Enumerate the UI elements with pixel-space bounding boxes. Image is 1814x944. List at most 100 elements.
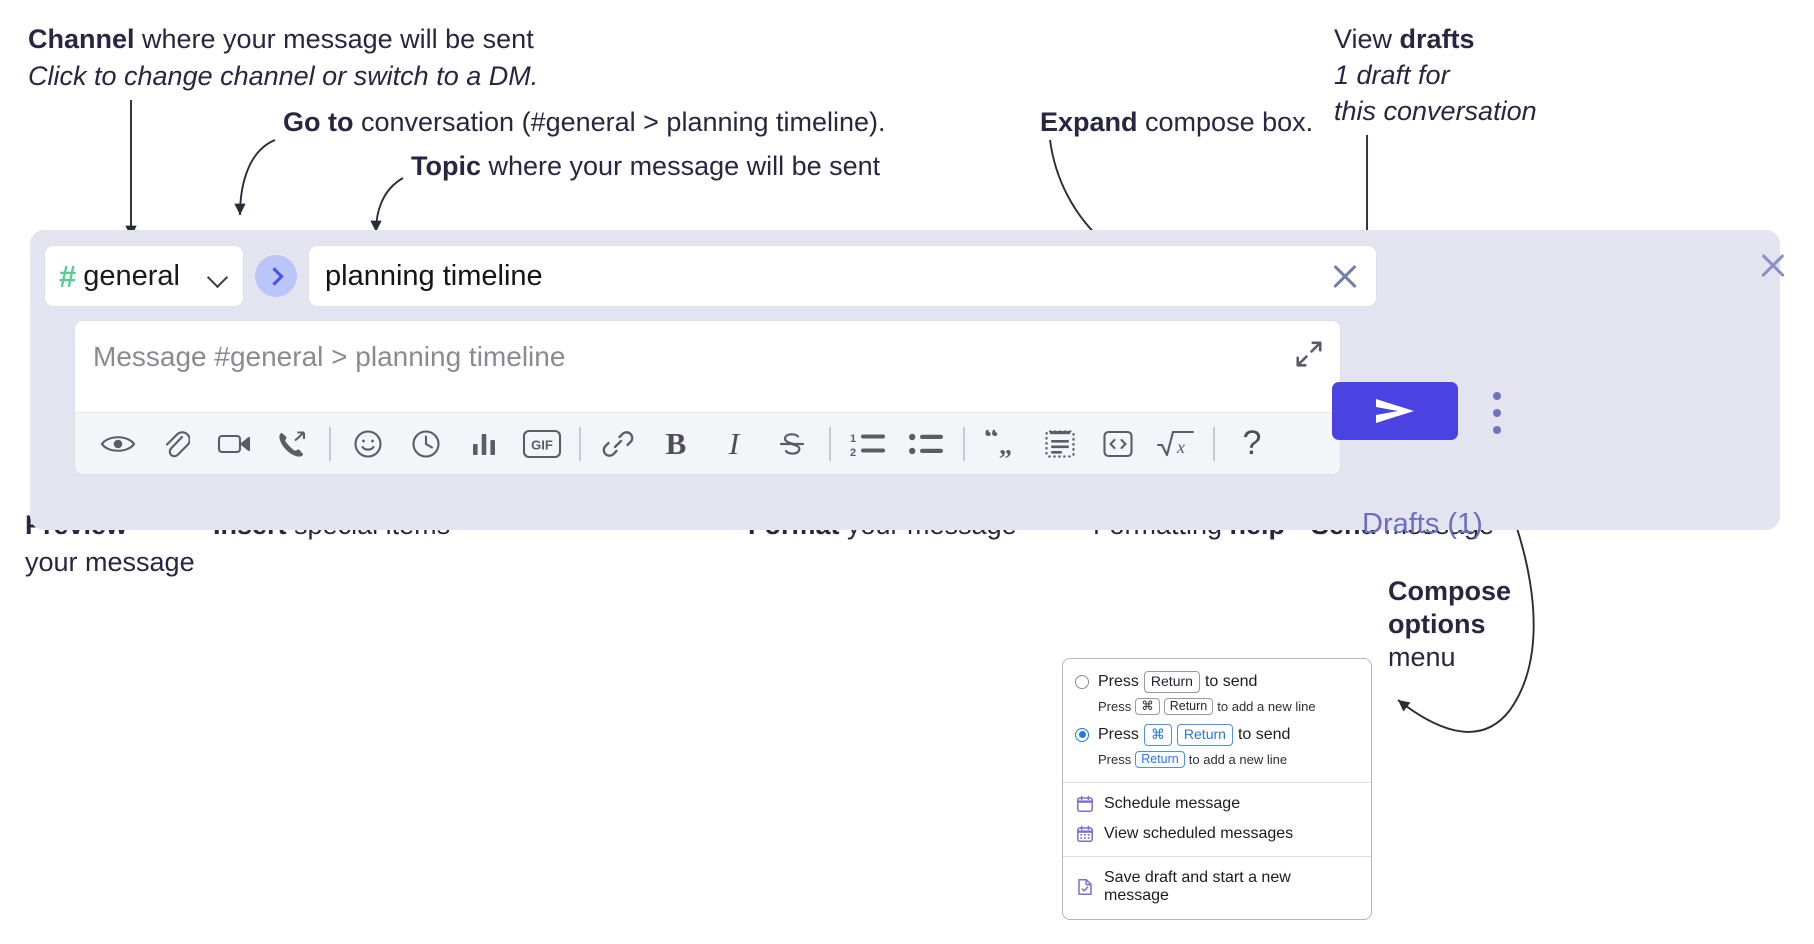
audio-call-icon[interactable] xyxy=(263,419,321,469)
save-draft-icon xyxy=(1078,879,1092,896)
goto-conversation-button[interactable] xyxy=(255,255,297,297)
code-block-icon[interactable] xyxy=(1031,419,1089,469)
option1-sub-post: to add a new line xyxy=(1217,698,1316,714)
svg-text:„: „ xyxy=(999,431,1012,458)
blockquote-icon[interactable]: “ „ xyxy=(973,419,1031,469)
toolbar-divider xyxy=(1213,426,1215,461)
link-icon[interactable] xyxy=(589,419,647,469)
expand-diagonal-icon[interactable] xyxy=(1294,339,1324,369)
option2-post: to send xyxy=(1237,725,1291,743)
send-button[interactable] xyxy=(1332,382,1458,440)
gif-icon[interactable]: GIF xyxy=(513,419,571,469)
annotation-compose-options-bold1: Compose xyxy=(1388,576,1512,606)
menu-item-label: View scheduled messages xyxy=(1104,825,1294,843)
svg-text:2: 2 xyxy=(850,447,856,458)
channel-selector[interactable]: # general xyxy=(44,245,244,307)
annotation-channel-bold: Channel xyxy=(28,24,135,54)
option1-sub-key-cmd: ⌘ xyxy=(1135,697,1160,716)
radio-selected-icon[interactable] xyxy=(1075,727,1089,742)
more-vertical-dot xyxy=(1493,426,1501,434)
toolbar-divider xyxy=(329,426,331,461)
annotation-topic: Topic where your message will be sent xyxy=(411,150,880,183)
bold-icon[interactable]: B xyxy=(665,425,687,461)
svg-text:GIF: GIF xyxy=(531,437,553,452)
paper-plane-icon xyxy=(1376,399,1414,423)
radio-unselected-icon[interactable] xyxy=(1075,674,1089,689)
annotation-goto: Go to conversation (#general > planning … xyxy=(283,106,886,139)
compose-options-button[interactable] xyxy=(1482,392,1512,434)
annotation-drafts-italic1: 1 draft for xyxy=(1334,59,1450,90)
toolbar-divider xyxy=(963,426,965,461)
option1-pre: Press xyxy=(1098,672,1139,690)
toolbar-divider xyxy=(579,426,581,461)
annotation-goto-rest: conversation (#general > planning timeli… xyxy=(353,107,886,137)
help-icon[interactable]: ? xyxy=(1242,424,1262,462)
annotation-compose-options: Compose options menu xyxy=(1388,575,1511,674)
svg-text:1: 1 xyxy=(850,433,856,445)
menu-divider xyxy=(1063,856,1371,858)
annotation-expand-rest: compose box. xyxy=(1137,107,1314,137)
menu-item-label: Save draft and start a new message xyxy=(1104,869,1291,905)
annotation-drafts: View drafts 1 draft for this conversatio… xyxy=(1334,23,1537,128)
option1-key-return: Return xyxy=(1143,671,1200,693)
italic-icon[interactable]: I xyxy=(728,425,740,461)
option2-sub-post: to add a new line xyxy=(1188,751,1288,767)
annotation-channel: Channel where your message will be sent … xyxy=(28,23,538,93)
annotation-topic-bold: Topic xyxy=(411,151,481,181)
toolbar-divider xyxy=(829,426,831,461)
annotation-expand-bold: Expand xyxy=(1040,107,1138,137)
annotation-goto-bold: Go to xyxy=(283,107,354,137)
attachment-icon[interactable] xyxy=(147,419,205,469)
message-input-box[interactable]: Message #general > planning timeline xyxy=(74,320,1341,475)
more-vertical-dot xyxy=(1493,392,1501,400)
option2-sub-pre: Press xyxy=(1098,751,1132,767)
drafts-link[interactable]: Drafts (1) xyxy=(1362,508,1483,540)
option2-key-cmd: ⌘ xyxy=(1143,724,1172,746)
menu-item-save-draft[interactable]: Save draft and start a new message xyxy=(1063,863,1371,911)
calendar-grid-icon xyxy=(1077,825,1093,843)
svg-text:“: “ xyxy=(984,430,999,454)
video-icon[interactable] xyxy=(205,419,263,469)
emoji-icon[interactable] xyxy=(339,419,397,469)
menu-item-label: Schedule message xyxy=(1104,795,1241,813)
annotation-preview-rest: your message xyxy=(25,546,195,577)
option2-pre: Press xyxy=(1098,725,1139,743)
latex-icon[interactable]: x xyxy=(1147,419,1205,469)
menu-option-cmd-return-sub: Press Return to add a new line xyxy=(1063,748,1371,776)
formatting-toolbar: GIF B I xyxy=(75,412,1340,474)
annotation-compose-options-bold2: options xyxy=(1388,608,1486,639)
menu-option-cmd-return-to-send[interactable]: Press ⌘ Return to send xyxy=(1063,722,1371,748)
chevron-right-icon xyxy=(264,266,284,286)
topic-clear-icon[interactable] xyxy=(1330,261,1360,291)
annotation-channel-rest: where your message will be sent xyxy=(134,24,534,54)
annotation-drafts-bold: drafts xyxy=(1399,24,1475,54)
menu-item-view-scheduled-messages[interactable]: View scheduled messages xyxy=(1063,819,1371,849)
strikethrough-icon[interactable] xyxy=(763,419,821,469)
menu-divider xyxy=(1063,782,1371,784)
option2-key-return: Return xyxy=(1176,724,1233,746)
annotation-expand: Expand compose box. xyxy=(1040,106,1313,139)
annotation-topic-rest: where your message will be sent xyxy=(481,151,881,181)
compose-panel: # general planning timeline Message #gen… xyxy=(30,230,1780,540)
hash-icon: # xyxy=(59,258,77,294)
channel-name: general xyxy=(83,259,180,292)
compose-options-menu: Press Return to send Press ⌘ Return to a… xyxy=(1062,658,1372,921)
ordered-list-icon[interactable]: 1 2 xyxy=(839,419,897,469)
option2-sub-key-return: Return xyxy=(1135,750,1185,769)
annotation-channel-italic: Click to change channel or switch to a D… xyxy=(28,60,539,91)
menu-option-return-sub: Press ⌘ Return to add a new line xyxy=(1063,695,1371,723)
code-icon[interactable] xyxy=(1089,419,1147,469)
option1-sub-pre: Press xyxy=(1098,698,1132,714)
option1-post: to send xyxy=(1204,672,1258,690)
bullet-list-icon[interactable] xyxy=(897,419,955,469)
topic-row: # general planning timeline xyxy=(44,245,1377,307)
menu-item-schedule-message[interactable]: Schedule message xyxy=(1063,789,1371,819)
topic-input[interactable]: planning timeline xyxy=(308,245,1377,307)
clock-icon[interactable] xyxy=(397,419,455,469)
poll-icon[interactable] xyxy=(455,419,513,469)
menu-option-return-to-send[interactable]: Press Return to send xyxy=(1063,669,1371,695)
preview-icon[interactable] xyxy=(89,419,147,469)
chevron-down-icon xyxy=(209,270,229,282)
annotation-compose-options-rest: menu xyxy=(1388,641,1456,672)
annotation-drafts-italic2: this conversation xyxy=(1334,95,1537,126)
